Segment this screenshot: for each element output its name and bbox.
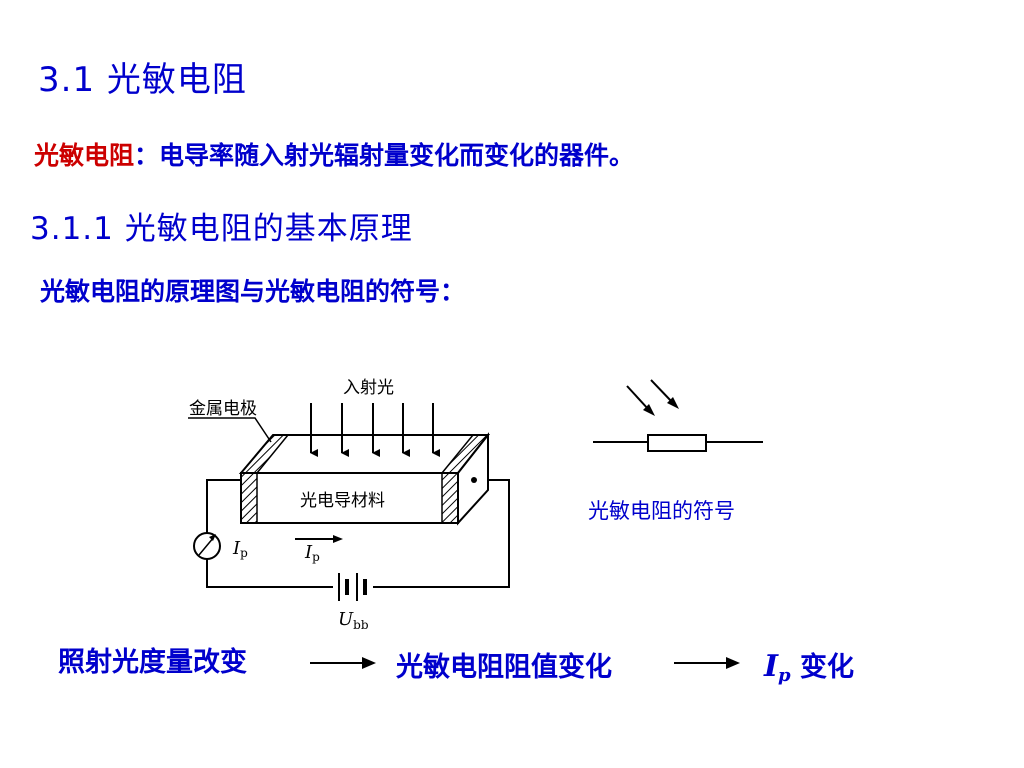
terminal-dot (471, 477, 477, 483)
material-label: 光电导材料 (300, 491, 385, 511)
meter-current-label: Ip (232, 538, 248, 560)
flow-current-label: Ip (304, 542, 320, 564)
flow-step-2: 光敏电阻阻值变化 (396, 652, 612, 683)
resistor-icon (647, 434, 707, 452)
photoresistor-symbol (593, 379, 763, 452)
wire-left-top (206, 479, 241, 533)
arrow-right-icon (310, 657, 376, 669)
incident-light-label: 入射光 (343, 378, 394, 398)
arrow-right-icon (674, 657, 740, 669)
battery-voltage-label: Ubb (338, 609, 369, 632)
figure-caption: 光敏电阻的原理图与光敏电阻的符号： (40, 277, 466, 306)
definition-text: ：电导率随入射光辐射量变化而变化的器件。 (134, 141, 635, 170)
wire-left-bottom (206, 559, 333, 588)
symbol-label: 光敏电阻的符号 (588, 499, 735, 523)
electrode-front-right (441, 472, 459, 524)
flow-step-1: 照射光度量改变 (58, 647, 247, 678)
page-title: 3.1 光敏电阻 (38, 60, 247, 100)
electrode-leader-line (188, 417, 272, 443)
light-arrows-icon (626, 379, 679, 416)
ip-subscript: p (778, 665, 791, 686)
incident-light-arrows (310, 403, 440, 457)
definition: 光敏电阻：电导率随入射光辐射量变化而变化的器件。 (34, 136, 634, 172)
ammeter-icon (193, 532, 221, 560)
ip-symbol: I (764, 649, 779, 684)
electrode-front-left (240, 472, 258, 524)
metal-electrode-label: 金属电极 (189, 399, 257, 419)
current-arrow (295, 535, 343, 543)
battery-icon (338, 573, 367, 601)
section-subtitle: 3.1.1 光敏电阻的基本原理 (30, 211, 413, 247)
definition-term: 光敏电阻 (34, 141, 135, 170)
ip-change-text: 变化 (790, 652, 855, 683)
principle-diagram: 入射光 金属电极 光电导材料 Ip Ip Ubb (188, 378, 510, 632)
wire-right (373, 479, 510, 588)
flow-step-3: Ip 变化 (764, 645, 854, 686)
